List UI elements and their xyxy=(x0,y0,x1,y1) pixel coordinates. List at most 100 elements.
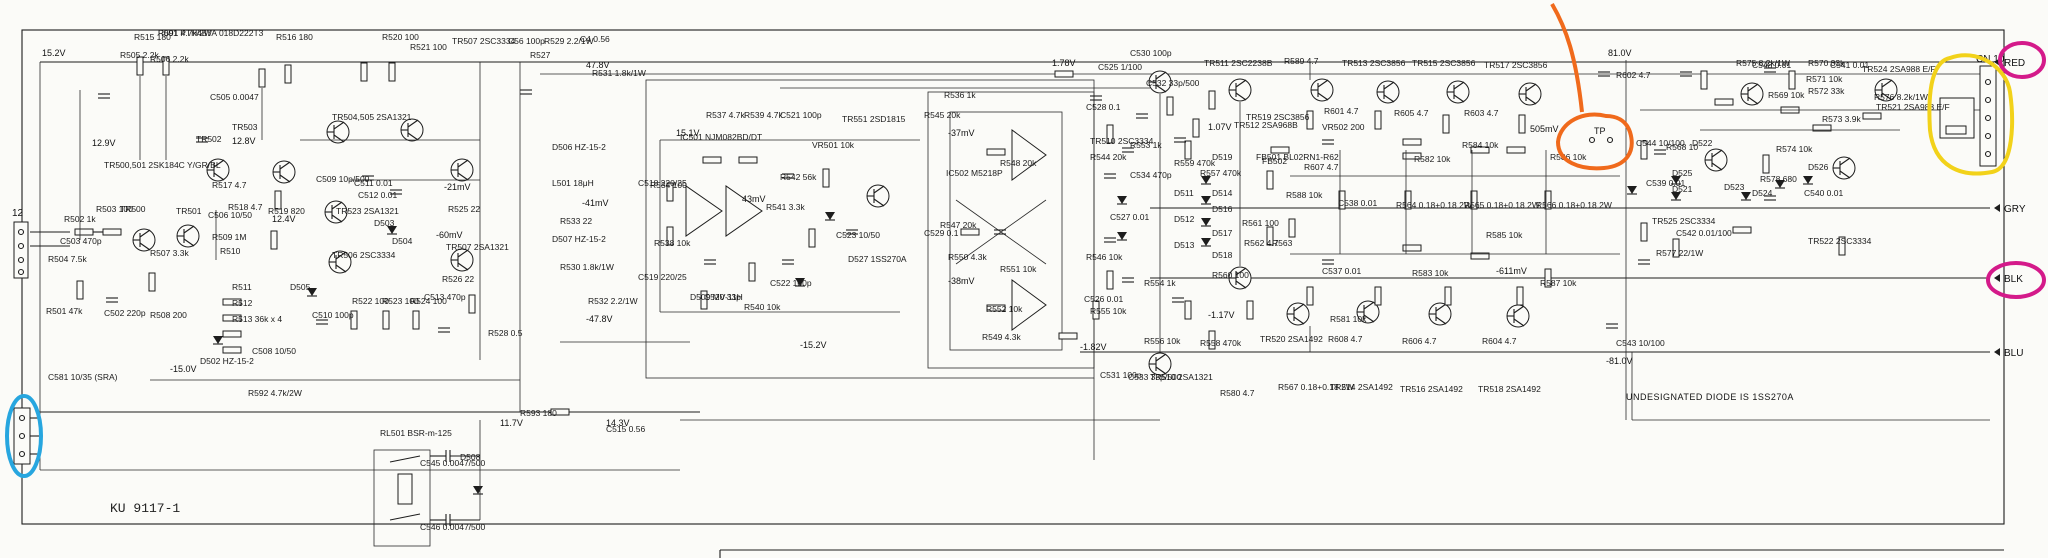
component-designator: TR500 xyxy=(120,204,146,214)
component-designator: D522 xyxy=(1692,138,1713,148)
terminal-blk-label: BLK xyxy=(2004,274,2023,285)
component-designator: C523 10/50 xyxy=(836,230,880,240)
component-designator: C526 0.01 xyxy=(1084,294,1123,304)
component-designator: R561 100 xyxy=(1242,218,1279,228)
component-designator: R588 10k xyxy=(1286,190,1323,200)
rail-m1v82: -1.82V xyxy=(1080,342,1107,352)
component-designator: D519 xyxy=(1212,152,1233,162)
component-designator: C542 0.01/100 xyxy=(1676,228,1732,238)
component-designator: C56 100p xyxy=(508,36,545,46)
rail-voltage-labels: 15.2V 12.9V 12.8V 12.4V 47.8V 15.1V -15.… xyxy=(42,48,1633,428)
component-designator: D511 xyxy=(1174,188,1194,198)
component-designator: R589 4.7 xyxy=(1284,56,1319,66)
component-designator: C512 0.01 xyxy=(358,190,397,200)
component-designator: R504 7.5k xyxy=(48,254,87,264)
component-designator: R528 0.5 xyxy=(488,328,523,338)
component-designator: C541 0.01 xyxy=(1830,60,1869,70)
component-designator: C540 0.01 xyxy=(1804,188,1843,198)
ic502-servo xyxy=(949,70,1078,351)
highlight-blk-terminal xyxy=(1986,261,2046,299)
rail-m47v8: -47.8V xyxy=(586,314,613,324)
rail-12v8: 12.8V xyxy=(232,136,256,146)
component-designator: R531 1.8k/1W xyxy=(592,68,646,78)
component-designator: R532 2.2/1W xyxy=(588,296,638,306)
component-designator: C503 470p xyxy=(60,236,102,246)
component-designator: C527 0.01 xyxy=(1110,212,1149,222)
highlight-test-point xyxy=(1550,2,1634,171)
driver-stage xyxy=(1089,70,1290,376)
component-designator: R582 10k xyxy=(1414,154,1451,164)
component-designator: D509 MV-11H xyxy=(690,292,743,302)
component-designator: R507 3.3k xyxy=(150,248,189,258)
component-designator: R547 20k xyxy=(940,220,977,230)
component-designator: R604 4.7 xyxy=(1482,336,1517,346)
component-designator: R574 10k xyxy=(1776,144,1813,154)
component-designator: R523 100 xyxy=(382,296,419,306)
component-designator: TR521 2SA988 E/F xyxy=(1876,102,1950,112)
component-designator: R607 4.7 xyxy=(1304,162,1339,172)
component-designator: R539 4.7k xyxy=(744,110,783,120)
component-designator: R546 10k xyxy=(1086,252,1123,262)
highlight-red-terminal xyxy=(1998,41,2046,79)
component-designator: R512 xyxy=(232,298,253,308)
component-designator: C531 100p xyxy=(1100,370,1142,380)
component-designator: R555 10k xyxy=(1090,306,1127,316)
component-designator: TR501 xyxy=(176,206,202,216)
component-designator: R501 47k xyxy=(46,306,83,316)
component-designator: TR503 xyxy=(232,122,258,132)
component-designator: R513 36k x 4 xyxy=(232,314,282,324)
component-designator: R571 10k xyxy=(1806,74,1843,84)
component-designator: C534 470p xyxy=(1130,170,1172,180)
component-designator: R549 4.3k xyxy=(982,332,1021,342)
relay-block xyxy=(389,408,570,527)
component-designator: R586 10k xyxy=(1550,152,1587,162)
component-designator: R544 20k xyxy=(1090,152,1127,162)
component-designator: R601 4.7 xyxy=(1324,106,1359,116)
component-designator: D517 xyxy=(1212,228,1233,238)
component-designator: TR502 xyxy=(196,134,222,144)
component-designator: TR516 2SA1492 xyxy=(1400,384,1463,394)
circuit-block-frames xyxy=(373,60,1990,547)
test-point[interactable] xyxy=(1588,136,1614,144)
component-designator: R563 xyxy=(1272,238,1293,248)
component-designator: C525 1/100 xyxy=(1098,62,1142,72)
component-designator: C511 0.01 xyxy=(354,178,393,188)
output-terminals xyxy=(1990,58,2000,356)
component-designator: C508 10/50 xyxy=(252,346,296,356)
component-designator: R540 10k xyxy=(744,302,781,312)
component-designator: R538 10k xyxy=(654,238,691,248)
component-designator: R542 56k xyxy=(780,172,817,182)
p001-module xyxy=(1939,97,1975,139)
component-designator: D521 xyxy=(1672,184,1693,194)
component-designator: C513 470p xyxy=(424,292,466,302)
component-designator: R564 0.18+0.18 2W xyxy=(1396,200,1472,210)
component-designator: D524 xyxy=(1752,188,1773,198)
component-designator: D516 xyxy=(1212,204,1233,214)
component-designator: R606 4.7 xyxy=(1402,336,1437,346)
component-designator: R545 20k xyxy=(924,110,961,120)
component-designator: R577 22/1W xyxy=(1656,248,1703,258)
connector-labels: RED GRY BLK BLU 12 CN 10 TP xyxy=(12,54,2026,359)
component-designator: R552 10k xyxy=(986,304,1023,314)
output-stage xyxy=(1286,62,1620,352)
rail-43mv: 43mV xyxy=(742,194,766,204)
protection-stage xyxy=(1626,67,1990,265)
component-designator: TR507 2SA1321 xyxy=(446,242,509,252)
component-designator: TR522 2SC3334 xyxy=(1808,236,1872,246)
component-designator: C537 0.01 xyxy=(1322,266,1361,276)
component-designator: R520 100 xyxy=(382,32,419,42)
component-designator: R585 10k xyxy=(1486,230,1523,240)
component-designator: R518 4.7 xyxy=(228,202,263,212)
component-designator: R524 100 xyxy=(410,296,447,306)
rail-1v78: 1.78V xyxy=(1052,58,1076,68)
component-designator: TR506 2SC3334 xyxy=(332,250,396,260)
rail-14v3: 14.3V xyxy=(606,418,630,428)
terminal-blu-label: BLU xyxy=(2004,348,2023,359)
component-designator: TR523 2SA1321 xyxy=(336,206,399,216)
component-designator: R560 100 xyxy=(1212,270,1249,280)
component-designator: C530 100p xyxy=(1130,48,1172,58)
component-designator: R568 10 xyxy=(1666,142,1698,152)
component-designator: D523 xyxy=(1724,182,1745,192)
component-designator: R556 10k xyxy=(1144,336,1181,346)
component-designator: TR514 2SA1492 xyxy=(1330,382,1393,392)
